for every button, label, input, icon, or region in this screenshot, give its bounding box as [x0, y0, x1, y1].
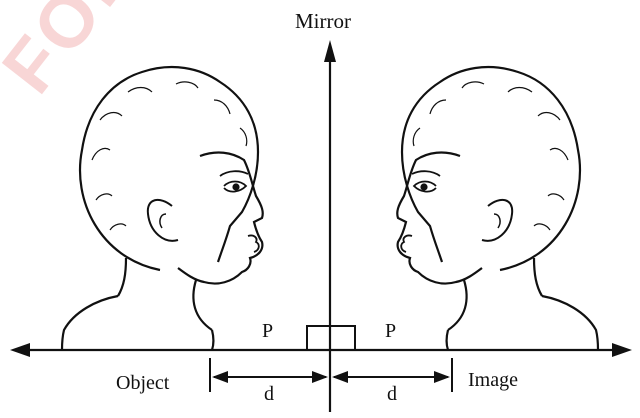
object-person-figure [62, 67, 263, 350]
distance-left-label: d [264, 384, 274, 404]
mirror-line [324, 40, 336, 412]
object-label: Object [116, 373, 169, 393]
distance-right-label: d [387, 384, 397, 404]
point-p-right-label: P [385, 321, 396, 341]
mirror-label: Mirror [295, 11, 351, 32]
image-person-figure [397, 67, 598, 350]
point-p-left-label: P [262, 321, 273, 341]
image-label: Image [468, 370, 518, 390]
